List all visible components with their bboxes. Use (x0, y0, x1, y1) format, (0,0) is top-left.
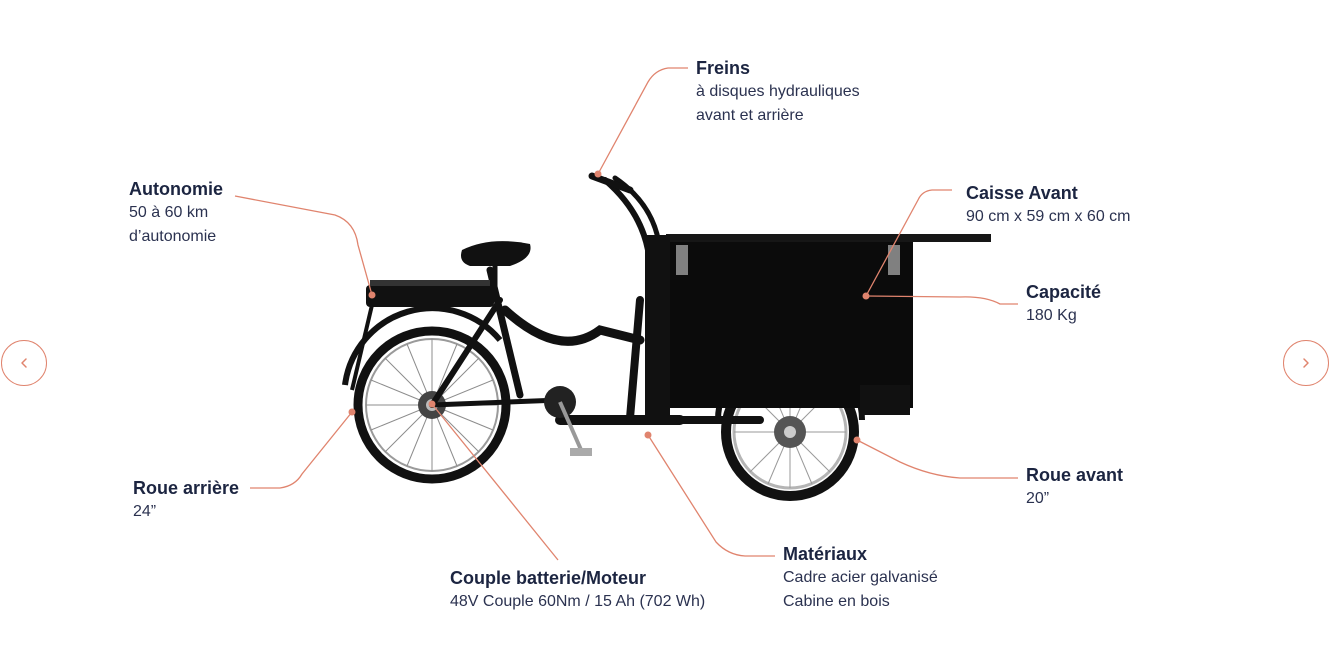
dot-couple (428, 400, 436, 408)
callout-title: Matériaux (783, 544, 868, 564)
dot-materiaux (644, 431, 652, 439)
chevron-left-icon (21, 358, 27, 368)
callout-title: Couple batterie/Moteur (450, 568, 647, 588)
callout-dots (348, 170, 870, 444)
callout-line: à disques hydrauliques (696, 83, 860, 100)
seat (461, 241, 531, 266)
callout-line: Cabine en bois (783, 593, 890, 610)
callout-title: Roue avant (1026, 465, 1124, 485)
next-slide-button[interactable] (1283, 340, 1329, 386)
cargo-bike-image (342, 172, 991, 501)
callout-title: Autonomie (129, 179, 223, 199)
callout-caisse-avant: Caisse Avant 90 cm x 59 cm x 60 cm (966, 181, 1131, 229)
callout-line: 50 à 60 km (129, 204, 209, 221)
dot-roue-avant (853, 436, 861, 444)
rear-wheel (342, 305, 511, 484)
callout-line: 20” (1026, 490, 1050, 507)
callout-title: Freins (696, 58, 751, 78)
dot-autonomie (368, 291, 376, 299)
callout-title: Caisse Avant (966, 183, 1078, 203)
callout-line: 90 cm x 59 cm x 60 cm (966, 208, 1131, 225)
callout-freins: Freins à disques hydrauliques avant et a… (696, 56, 860, 128)
callout-title: Roue arrière (133, 478, 240, 498)
callout-title: Capacité (1026, 282, 1102, 302)
dot-freins (594, 170, 602, 178)
battery (366, 285, 494, 307)
callout-roue-avant: Roue avant 20” (1026, 463, 1123, 511)
callout-line: 180 Kg (1026, 307, 1077, 324)
callout-line: d’autonomie (129, 228, 217, 245)
callout-line: Cadre acier galvanisé (783, 569, 938, 586)
dot-roue-arriere (348, 408, 356, 416)
dot-caisse (862, 292, 870, 300)
callout-capacite: Capacité 180 Kg (1026, 280, 1101, 328)
callout-autonomie: Autonomie 50 à 60 km d’autonomie (129, 177, 223, 249)
callout-leaders (234, 67, 1018, 561)
bike-frame (429, 172, 764, 425)
callout-roue-arriere: Roue arrière 24” (133, 476, 239, 524)
cargo-box (645, 234, 991, 415)
callout-line: 48V Couple 60Nm / 15 Ah (702 Wh) (450, 593, 706, 610)
callout-line: 24” (133, 503, 157, 520)
callout-materiaux: Matériaux Cadre acier galvanisé Cabine e… (783, 542, 938, 614)
callout-line: avant et arrière (696, 107, 804, 124)
callout-couple: Couple batterie/Moteur 48V Couple 60Nm /… (450, 566, 705, 614)
prev-slide-button[interactable] (1, 340, 47, 386)
chevron-right-icon (1303, 358, 1309, 368)
